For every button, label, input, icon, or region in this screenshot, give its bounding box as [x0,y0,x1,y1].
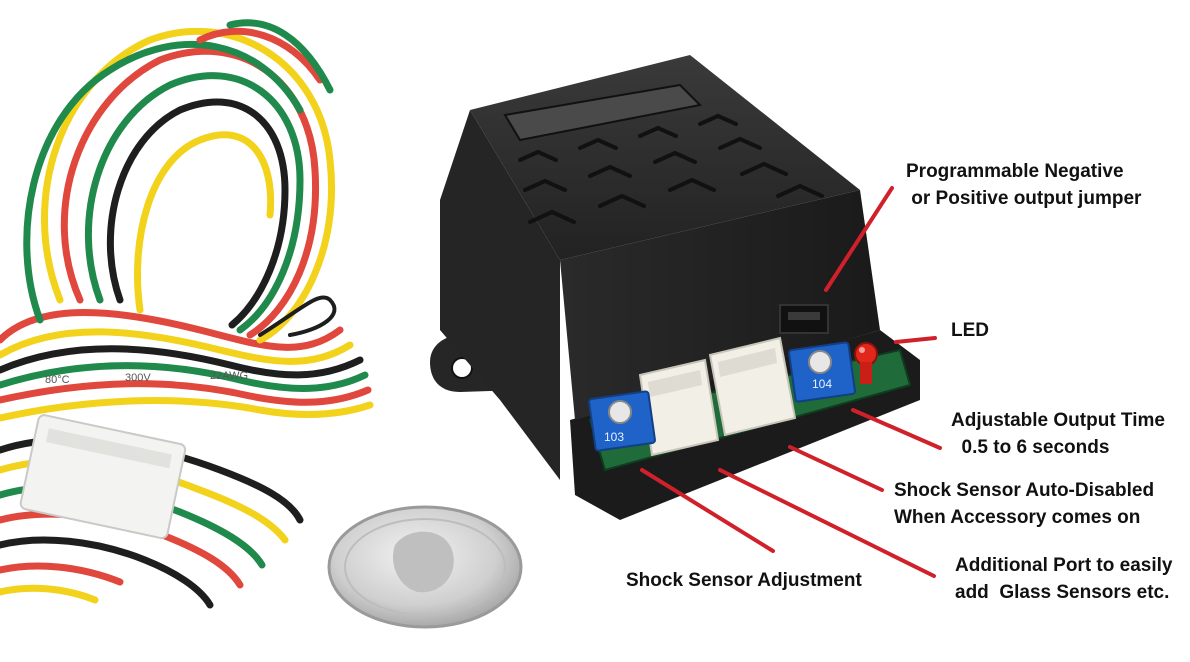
shock-sensor-pot: 103 [588,390,656,452]
callout-led: LED [951,320,989,341]
pointer-output-time [851,408,942,450]
pointer-additional-port [718,468,936,578]
callout-output-jumper: Programmable Negative or Positive output… [906,161,1142,209]
alarm-module: 103 104 [430,55,920,520]
callout-shock-auto-disabled: Shock Sensor Auto-Disabled When Accessor… [894,480,1155,528]
callout-additional-port: Additional Port to easily add Glass Sens… [955,555,1173,603]
vent-slots [518,113,824,224]
output-time-pot: 104 [788,341,856,403]
wire-print-temp: 80°C [45,374,70,386]
pointer-jumper [824,186,894,292]
output-jumper [779,304,829,334]
pointer-shock-adjust [640,468,775,553]
wire-harness [0,19,374,609]
accessory-port [708,336,797,437]
coin-for-scale [327,505,523,629]
wire-print-gauge: 22AWG [210,370,248,382]
status-led [854,342,878,384]
callout-shock-adjustment: Shock Sensor Adjustment [626,570,862,591]
pointer-led [894,336,937,344]
expansion-port [638,358,720,457]
wire-print-voltage: 300V [125,372,151,384]
callout-pointers [640,186,942,578]
right-pot-label: 104 [812,377,832,391]
harness-connector [19,414,187,540]
mounting-hole [451,357,473,379]
callout-output-time: Adjustable Output Time 0.5 to 6 seconds [951,410,1165,458]
pointer-shock-disabled [788,445,884,492]
left-pot-label: 103 [604,430,624,444]
